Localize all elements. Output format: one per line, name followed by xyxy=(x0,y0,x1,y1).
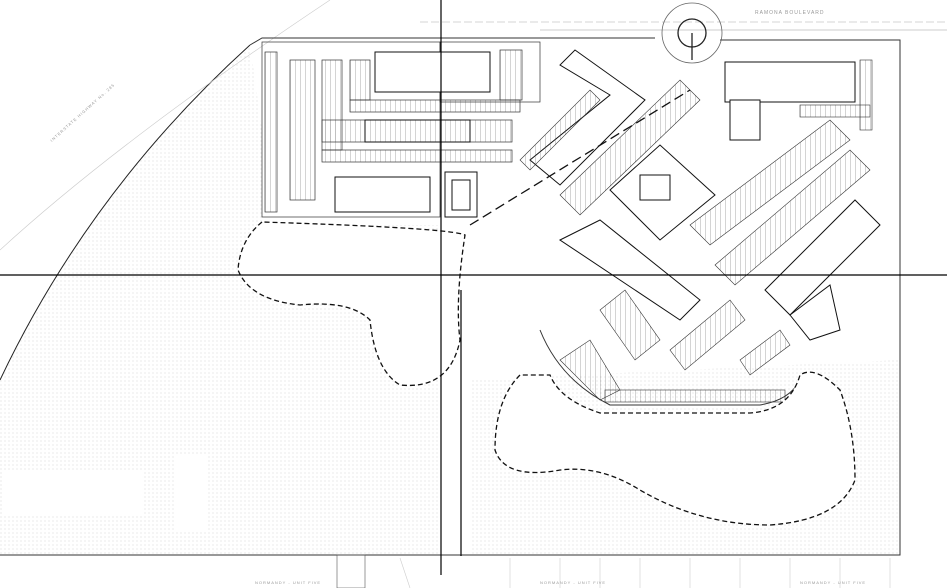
open-space-left xyxy=(0,45,440,555)
parking-lot-nw xyxy=(261,41,541,218)
blank-area-1 xyxy=(4,470,144,515)
detention-pond-south xyxy=(494,371,856,526)
utility-detail xyxy=(336,554,366,588)
carport xyxy=(364,119,471,143)
parking-east xyxy=(689,59,873,286)
building-ne xyxy=(724,61,856,141)
building-east xyxy=(764,199,881,341)
building-central xyxy=(559,219,701,321)
site-boundary xyxy=(0,37,901,556)
parking-south xyxy=(559,289,791,403)
detention-pond-west xyxy=(237,221,466,387)
lot-label: NORMANDY - UNIT FIVE xyxy=(540,580,607,585)
roundabout xyxy=(661,2,723,64)
street-label: RAMONA BOULEVARD xyxy=(755,10,825,16)
adjacent-lots xyxy=(399,557,891,588)
building-nw-1 xyxy=(374,51,491,93)
lot-label: NORMANDY - UNIT FIVE xyxy=(800,580,867,585)
lot-label: NORMANDY - UNIT FIVE xyxy=(255,580,322,585)
drive-centerline xyxy=(469,89,691,226)
parking-diagonal-1 xyxy=(519,79,701,216)
highway-line xyxy=(0,0,331,251)
clubhouse xyxy=(609,144,716,241)
blank-area-2 xyxy=(175,455,208,530)
building-nw-2 xyxy=(334,171,478,218)
property-boundary-arc xyxy=(0,44,251,381)
south-loop-drive xyxy=(539,329,801,406)
